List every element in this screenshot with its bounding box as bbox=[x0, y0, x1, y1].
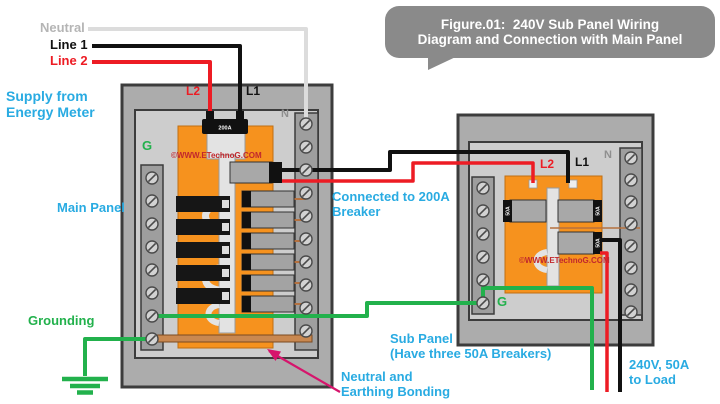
grounding-annotation: Grounding bbox=[28, 313, 95, 328]
sub-g-label: G bbox=[497, 294, 508, 309]
main-breaker-200a: 200A bbox=[202, 111, 248, 134]
main-n-label: N bbox=[281, 108, 289, 120]
main-g-label: G bbox=[142, 138, 153, 153]
sub-watermark: ©WWW.ETechnoG.COM bbox=[519, 256, 610, 265]
main-left-terminal-strip bbox=[140, 164, 164, 351]
feed-black-wire bbox=[282, 150, 570, 183]
sub-ground-wire bbox=[481, 286, 594, 390]
main-subfeed-breaker bbox=[229, 161, 282, 184]
earth-wire bbox=[83, 337, 152, 376]
earth-ground-symbol bbox=[62, 376, 108, 395]
bonding-annotation: Neutral and Earthing Bonding bbox=[341, 369, 451, 399]
bonding-copper-bar bbox=[149, 334, 313, 343]
main-left-breakers bbox=[176, 196, 230, 304]
neutral-wire bbox=[88, 27, 308, 124]
supply-caption: Supply from Energy Meter bbox=[6, 88, 95, 121]
sub-l2-label: L2 bbox=[540, 157, 555, 171]
ground-bus-wire bbox=[152, 301, 482, 318]
main-l1-label: L1 bbox=[246, 84, 261, 98]
bonding-arrow bbox=[267, 349, 341, 393]
figure-title-line2: Diagram and Connection with Main Panel bbox=[417, 32, 683, 47]
sub-panel-caption: Sub Panel (Have three 50A Breakers) bbox=[390, 331, 552, 361]
main-breaker-rating: 200A bbox=[218, 126, 231, 132]
main-panel-label: Main Panel bbox=[57, 200, 125, 215]
figure-title: Figure.01: 240V Sub Panel Wiring Diagram… bbox=[385, 6, 715, 58]
line1-label: Line 1 bbox=[50, 37, 88, 52]
connected-annotation: Connected to 200A Breaker bbox=[332, 189, 450, 219]
sub-breaker-2: 50A bbox=[557, 199, 602, 223]
sub-breaker-1-rating: 50A bbox=[506, 206, 512, 216]
load-annotation: 240V, 50A to Load bbox=[629, 357, 690, 387]
load-black-wire bbox=[600, 238, 622, 392]
figure-title-line1: Figure.01: 240V Sub Panel Wiring bbox=[440, 17, 660, 32]
main-watermark: ©WWW.ETechnoG.COM bbox=[171, 151, 262, 160]
neutral-label: Neutral bbox=[40, 20, 85, 35]
sub-breaker-3: 50A bbox=[557, 231, 602, 255]
feed-red-wire bbox=[282, 161, 535, 183]
main-l2-label: L2 bbox=[186, 84, 201, 98]
sub-l1-label: L1 bbox=[575, 155, 590, 169]
figure-title-tail bbox=[428, 54, 462, 70]
sub-n-label: N bbox=[604, 149, 612, 161]
sub-breaker-1: 50A bbox=[503, 199, 547, 223]
line2-label: Line 2 bbox=[50, 53, 88, 68]
line1-wire bbox=[92, 44, 242, 121]
load-red-wire bbox=[600, 251, 609, 392]
sub-breaker-3-rating: 50A bbox=[596, 238, 602, 248]
line2-wire bbox=[92, 60, 212, 121]
sub-breaker-2-rating: 50A bbox=[596, 206, 602, 216]
main-right-breakers bbox=[241, 190, 306, 313]
